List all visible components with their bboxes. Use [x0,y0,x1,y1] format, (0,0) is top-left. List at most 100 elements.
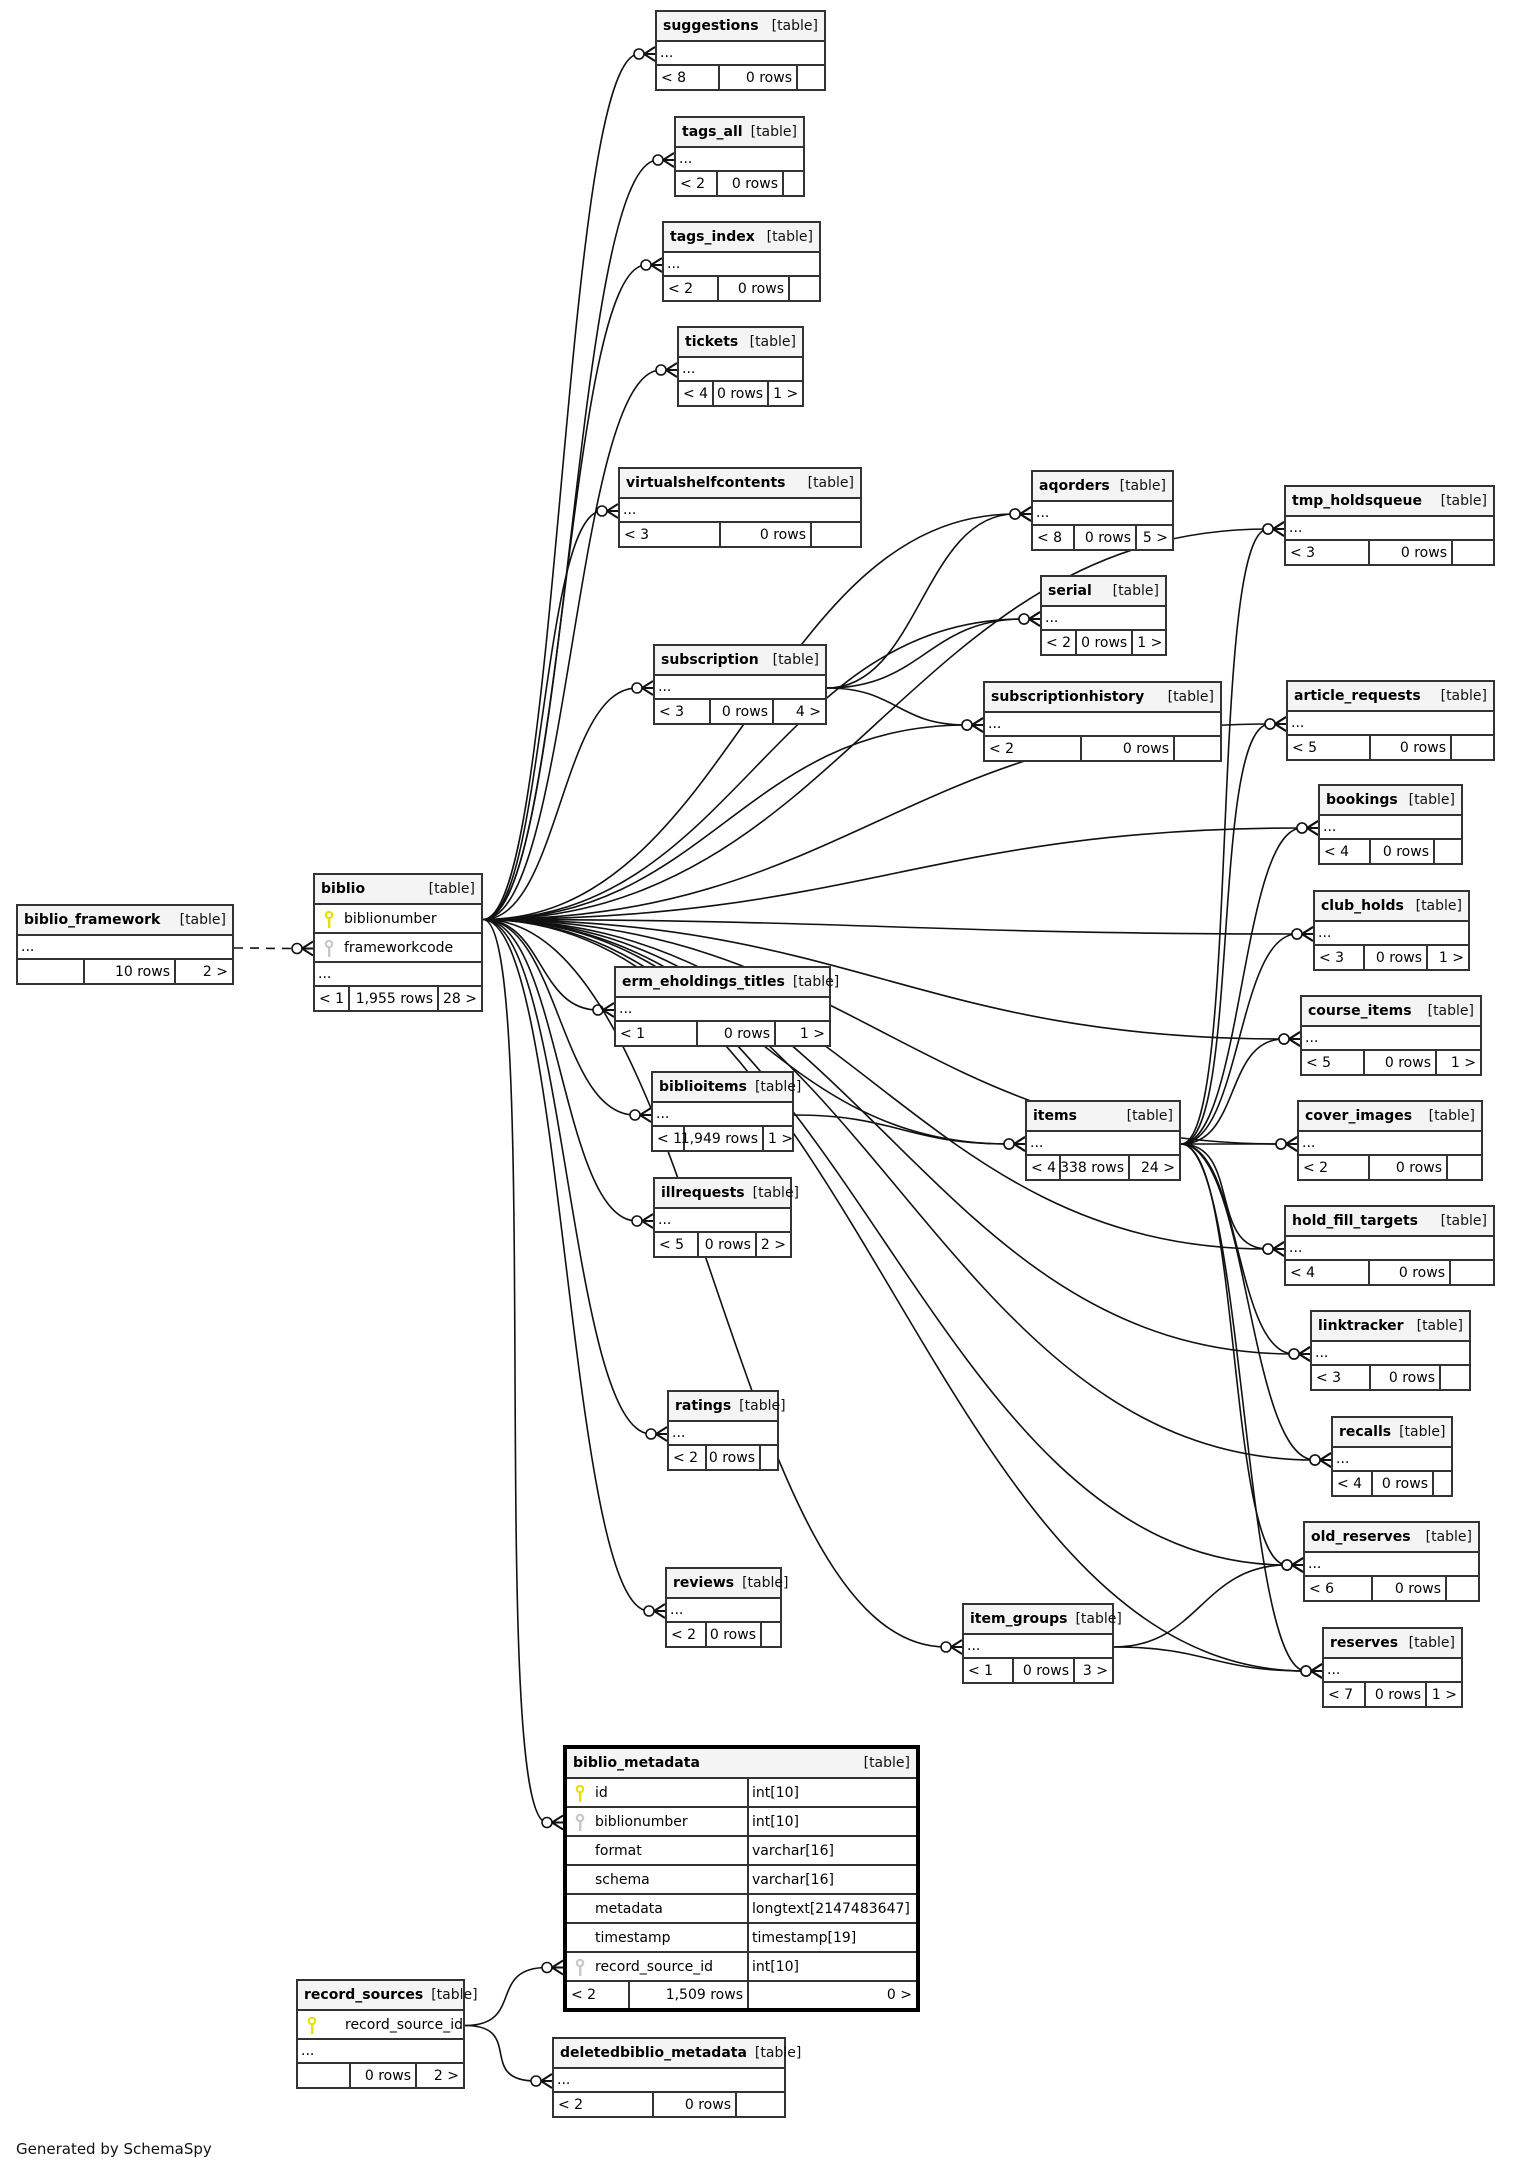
parents-link[interactable]: < 5 [1302,1051,1365,1074]
table-record-sources[interactable]: record_sources [table] record_source_id … [296,1979,478,2089]
parents-link[interactable]: < 2 [669,1446,707,1469]
children-link[interactable] [1453,541,1493,564]
parents-link[interactable]: < 3 [1315,946,1365,969]
children-link[interactable]: 2 > [760,1236,786,1253]
column-biblionumber[interactable]: biblionumber [315,905,481,934]
parents-link[interactable]: < 5 [1288,736,1371,759]
parents-link[interactable]: < 4 [1286,1261,1370,1284]
children-link[interactable] [1175,737,1220,760]
children-link[interactable] [761,1446,777,1469]
children-link[interactable] [1448,1156,1481,1179]
parents-link[interactable]: < 8 [657,66,720,89]
children-link[interactable] [1441,1366,1469,1389]
parents-link[interactable]: < 3 [1286,541,1370,564]
parents-link[interactable]: < 4 [1320,840,1371,863]
children-link[interactable] [1452,736,1493,759]
parents-link[interactable]: < 2 [567,1982,630,2008]
parents-link[interactable]: < 4 [1027,1156,1061,1179]
parents-link[interactable]: < 2 [554,2093,654,2116]
children-link[interactable]: 1 > [1450,1054,1476,1071]
children-link[interactable] [1434,1472,1451,1495]
parents-link[interactable]: < 2 [664,277,719,300]
children-link[interactable]: 1 > [1431,1686,1457,1703]
children-link[interactable]: 1 > [1438,949,1464,966]
parents-link[interactable]: < 3 [655,700,711,723]
children-link[interactable] [762,1623,780,1646]
parents-link[interactable]: < 4 [1333,1472,1373,1495]
parents-link[interactable]: < 2 [676,172,718,195]
children-link[interactable]: 4 > [795,703,821,720]
children-link[interactable]: 2 > [433,2067,459,2084]
parents-link[interactable]: < 3 [620,523,721,546]
children-link[interactable]: 24 > [1141,1159,1175,1176]
children-link[interactable] [1447,1577,1478,1600]
children-link[interactable]: 2 > [202,963,228,980]
table-biblio[interactable]: biblio [table] biblionumber frameworkcod… [313,873,483,1012]
parents-link[interactable]: < 5 [655,1233,699,1256]
children-link[interactable] [784,172,803,195]
parents-link[interactable]: < 7 [1324,1683,1366,1706]
parents-link[interactable]: < 1 [315,987,350,1010]
children-link[interactable]: 28 > [443,990,477,1007]
children-link[interactable]: 1 > [799,1025,825,1042]
parents-link[interactable]: < 1 [653,1127,685,1150]
parents-link[interactable]: < 1 [964,1659,1014,1682]
children-link[interactable] [798,66,824,89]
parents-link[interactable]: < 2 [1042,631,1078,654]
parents-link[interactable]: < 2 [985,737,1082,760]
children-link[interactable] [790,277,819,300]
parents-link[interactable] [18,960,85,983]
children-link[interactable]: 0 > [886,1987,912,2003]
column-frameworkcode[interactable]: frameworkcode [315,934,481,963]
children-link[interactable]: 1 > [1137,634,1163,651]
parents-link[interactable]: < 2 [667,1623,707,1646]
children-link[interactable] [1435,840,1461,863]
children-link[interactable]: 1 > [773,385,799,402]
parents-link[interactable]: < 1 [616,1022,698,1045]
children-link[interactable]: 5 > [1142,529,1168,546]
parents-link[interactable]: < 8 [1033,526,1075,549]
children-link[interactable] [737,2093,784,2116]
children-link[interactable]: 1 > [768,1130,794,1147]
parents-link[interactable]: < 2 [1299,1156,1370,1179]
parents-link[interactable] [298,2064,351,2087]
children-link[interactable]: 3 > [1082,1662,1108,1679]
children-link[interactable] [812,523,860,546]
